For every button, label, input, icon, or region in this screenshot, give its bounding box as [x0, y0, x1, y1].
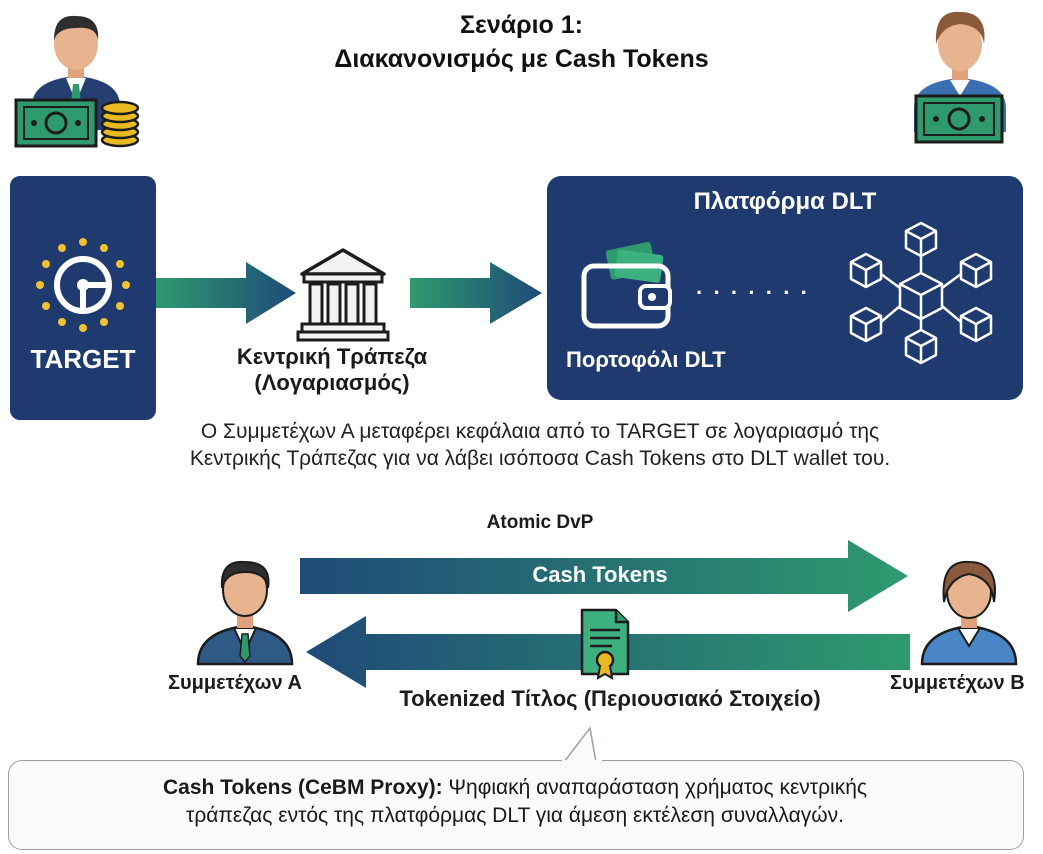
- note-definition-part1: Ψηφιακή αναπαράσταση χρήματος κεντρικής: [442, 776, 868, 799]
- arrow-target-to-bank: [156, 262, 296, 324]
- central-bank-icon: [296, 248, 390, 342]
- scenario-description-line2: Κεντρικής Τράπεζας για να λάβει ισόποσα …: [189, 447, 891, 470]
- participant-a-label: Συμμετέχων Α: [168, 672, 302, 694]
- note-text: Cash Tokens (CeBM Proxy): Ψηφιακή αναπαρ…: [30, 774, 1000, 830]
- note-line2: τράπεζας εντός της πλατφόρμας DLT για άμ…: [186, 804, 844, 827]
- arrow-bank-to-dlt: [410, 262, 542, 324]
- cash-tokens-label: Cash Tokens: [532, 562, 668, 587]
- scenario-description: Ο Συμμετέχων Α μεταφέρει κεφάλαια από το…: [60, 418, 1020, 472]
- certificate-document-icon: [580, 608, 630, 680]
- note-callout-box: [8, 760, 1024, 850]
- note-line1: Cash Tokens (CeBM Proxy): Ψηφιακή αναπαρ…: [30, 774, 1000, 802]
- blockchain-network-icon: [849, 221, 993, 365]
- page-title-line1: Σενάριο 1:: [460, 11, 583, 39]
- note-callout-pointer: [562, 726, 602, 766]
- scenario-description-line1: Ο Συμμετέχων Α μεταφέρει κεφάλαια από το…: [200, 420, 880, 443]
- tokenized-asset-label: Tokenized Τίτλος (Περιουσιακό Στοιχείο): [399, 686, 821, 711]
- central-bank-label: Κεντρική Τράπεζα (Λογαριασμός): [222, 344, 442, 396]
- wallet-icon: [581, 241, 672, 329]
- person-with-money-icon: [14, 15, 140, 148]
- person-with-cash-icon: [914, 11, 1006, 144]
- note-term: Cash Tokens (CeBM Proxy):: [162, 776, 443, 799]
- dlt-platform-title: Πλατφόρμα DLT: [693, 188, 877, 215]
- dlt-connection-dots: · · · · · · ·: [696, 280, 810, 305]
- cash-tokens-arrow: [300, 540, 908, 612]
- page-title-line2: Διακανονισμός με Cash Tokens: [334, 45, 709, 73]
- participant-b-avatar: [920, 560, 1018, 666]
- dlt-wallet-label: Πορτοφόλι DLT: [566, 347, 726, 372]
- central-bank-label-line1: Κεντρική Τράπεζα: [236, 344, 428, 369]
- participant-b-label: Συμμετέχων Β: [890, 672, 1025, 694]
- target-eu-logo-icon: [36, 238, 130, 332]
- central-bank-label-line2: (Λογαριασμός): [254, 370, 410, 395]
- target-label: TARGET: [30, 344, 136, 374]
- atomic-dvp-title: Atomic DvP: [486, 512, 594, 533]
- participant-a-avatar: [196, 560, 294, 666]
